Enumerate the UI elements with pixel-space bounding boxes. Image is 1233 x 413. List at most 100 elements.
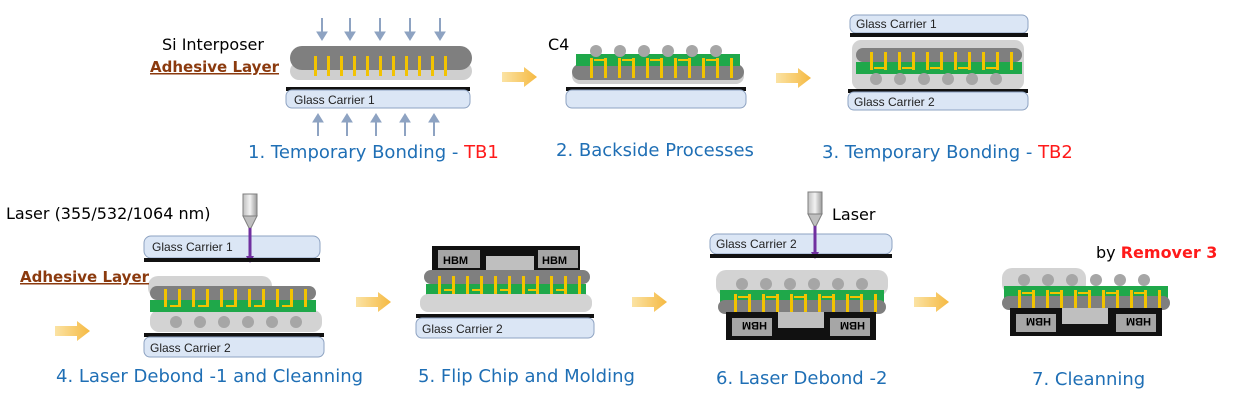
step-1-figure: Glass Carrier 1 Si Interposer Adhesive L… [150, 18, 472, 136]
flow-arrow-icon [55, 321, 90, 341]
pressure-arrows-top [316, 18, 446, 41]
step-7-figure: HBM HBM [1002, 268, 1170, 336]
step-2-figure: C4 [548, 35, 747, 109]
tsv-vias [1018, 290, 1161, 308]
hbm-label: HBM [840, 319, 865, 331]
release-layer [144, 333, 324, 337]
arrow-down-icon [374, 18, 386, 41]
arrow-up-icon [341, 113, 353, 136]
glass-carrier-label: Glass Carrier 2 [422, 322, 503, 336]
hbm-label: HBM [542, 255, 567, 267]
arrow-up-icon [312, 113, 324, 136]
hbm-die [1116, 314, 1156, 332]
arrow-up-icon [399, 113, 411, 136]
arrow-down-icon [434, 18, 446, 41]
hbm-label: HBM [1026, 315, 1051, 327]
hbm-label: HBM [443, 255, 468, 267]
release-layer [710, 254, 892, 258]
hbm-die [538, 250, 578, 268]
release-layer [566, 87, 746, 91]
adhesive-layer-label: Adhesive Layer [150, 58, 280, 76]
glass-carrier-label: Glass Carrier 1 [152, 240, 233, 254]
laser-nozzle-icon [807, 191, 823, 215]
glass-carrier-label: Glass Carrier 1 [856, 17, 937, 31]
flow-arrow-icon [776, 68, 811, 88]
si-interposer-label: Si Interposer [162, 35, 264, 54]
c4-bumps [590, 45, 722, 57]
laser-wavelength-label: Laser (355/532/1064 nm) [6, 204, 210, 223]
si-interposer [718, 300, 886, 314]
glass-carrier-label: Glass Carrier 2 [716, 237, 797, 251]
step-5-figure: HBM HBM Glass Carrier 2 [415, 246, 595, 339]
c4-bumps [736, 278, 868, 290]
hbm-die [1016, 314, 1056, 332]
release-layer [286, 87, 470, 91]
glass-carrier-label: Glass Carrier 2 [150, 341, 231, 355]
hbm-die [830, 318, 870, 336]
laser-nozzle-icon [242, 193, 258, 217]
arrow-up-icon [370, 113, 382, 136]
flow-arrow-icon [914, 292, 949, 312]
glass-carrier-2 [415, 317, 595, 339]
soc-die [486, 256, 534, 272]
glass-carrier-label: Glass Carrier 1 [294, 93, 375, 107]
c4-label: C4 [548, 35, 569, 54]
hbm-die [732, 318, 772, 336]
c4-bumps [870, 73, 1002, 85]
tsv-vias [438, 276, 581, 294]
hbm-die [438, 250, 480, 268]
tsv-vias [870, 52, 1013, 70]
tsv-vias [734, 294, 877, 312]
arrow-down-icon [344, 18, 356, 41]
glass-carrier-1 [565, 89, 747, 109]
step-7-caption: 7. Cleanning [1032, 369, 1145, 390]
flow-arrow-icon [632, 292, 667, 312]
adhesive-layer [150, 310, 322, 332]
arrow-up-icon [428, 113, 440, 136]
laser-nozzle-tip [807, 213, 823, 227]
step-5-caption: 5. Flip Chip and Molding [418, 366, 635, 387]
tsv-vias [164, 289, 307, 307]
remover-label: by Remover 3 [1096, 243, 1217, 262]
flow-arrow-icon [502, 67, 537, 87]
laser-nozzle-tip [242, 215, 258, 229]
hbm-label: HBM [1126, 315, 1151, 327]
step-6-figure: Laser Glass Carrier 2 HBM HBM [709, 191, 893, 340]
step-1-caption: 1. Temporary Bonding - TB1 [248, 142, 499, 163]
c4-bumps [1018, 274, 1150, 286]
step-4-caption: 4. Laser Debond -1 and Cleanning [56, 366, 363, 387]
step-3-figure: Glass Carrier 1 Glass Carrier 2 [847, 14, 1029, 111]
glass-carrier-label: Glass Carrier 2 [854, 95, 935, 109]
soc-die [778, 312, 824, 328]
pressure-arrows-bottom [312, 113, 440, 136]
si-interposer [856, 48, 1022, 62]
c4-bumps [170, 316, 302, 328]
flow-arrow-icon [356, 292, 391, 312]
arrow-down-icon [404, 18, 416, 41]
si-interposer [424, 270, 590, 284]
release-layer [848, 89, 1028, 93]
glass-carrier-2 [847, 91, 1029, 111]
step-3-caption: 3. Temporary Bonding - TB2 [822, 142, 1073, 163]
release-layer [850, 33, 1028, 37]
soc-die [1062, 308, 1108, 324]
si-interposer [1002, 296, 1170, 310]
arrow-down-icon [316, 18, 328, 41]
tsv-vias [590, 58, 733, 78]
release-layer [416, 314, 594, 318]
si-interposer [572, 64, 744, 80]
adhesive-layer [420, 294, 592, 312]
laser-label: Laser [832, 205, 876, 224]
adhesive-layer-label: Adhesive Layer [20, 268, 150, 286]
adhesive-layer [716, 270, 888, 296]
si-interposer [150, 286, 316, 300]
release-layer [144, 258, 320, 262]
hbm-label: HBM [742, 319, 767, 331]
step-6-caption: 6. Laser Debond -2 [716, 368, 887, 389]
step-2-caption: 2. Backside Processes [556, 140, 754, 161]
tsv-vias [314, 56, 447, 76]
step-4-figure: Glass Carrier 1 Glass Carrier 2 [143, 193, 325, 358]
glass-carrier-1 [285, 89, 471, 109]
glass-carrier-2 [143, 336, 325, 358]
